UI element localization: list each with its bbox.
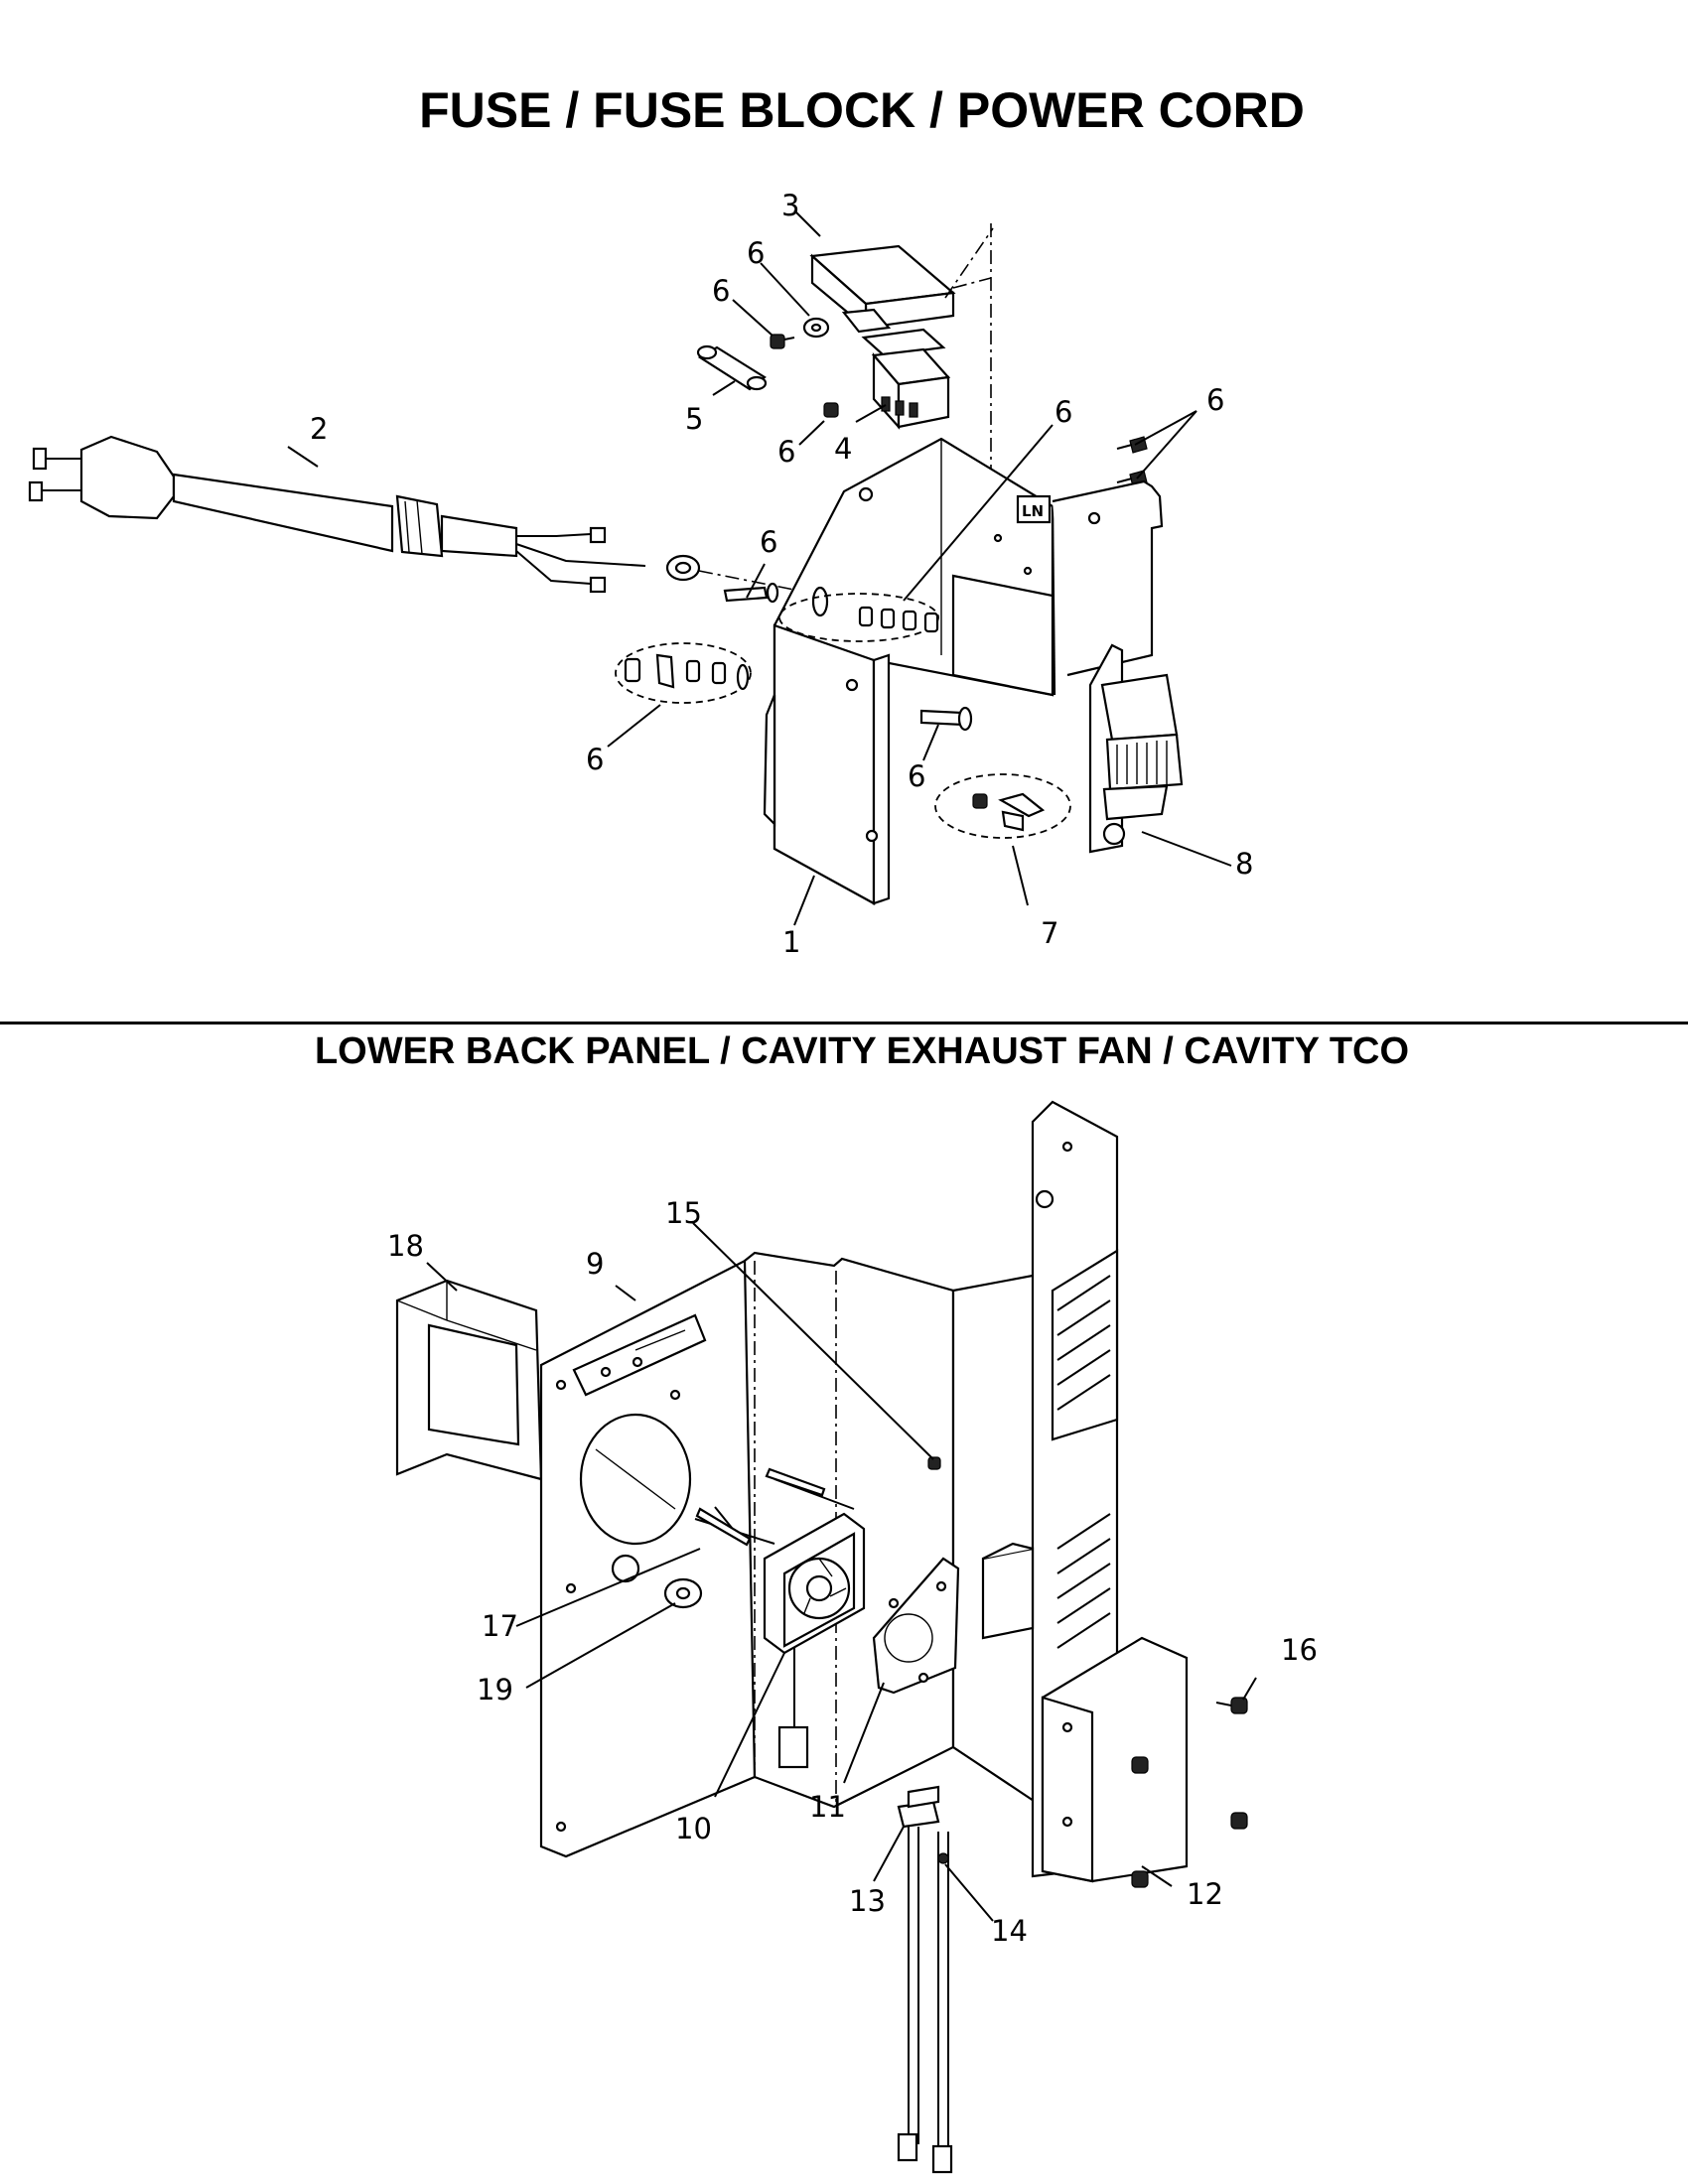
ground-screw-group — [934, 773, 1071, 839]
callout-10: 10 — [675, 1812, 712, 1845]
fan-screws — [663, 1467, 826, 1609]
callout-5: 5 — [685, 402, 703, 436]
section-divider — [0, 1022, 1688, 1024]
tco-cover — [981, 1542, 1189, 1883]
callout-19: 19 — [477, 1673, 513, 1706]
callout-18: 18 — [387, 1229, 424, 1263]
top-diagram: LN — [28, 189, 1253, 959]
callout-14: 14 — [991, 1914, 1028, 1948]
callout-12: 12 — [1187, 1877, 1223, 1911]
mounting-screws — [927, 1456, 1248, 1888]
callout-6: 6 — [586, 743, 604, 776]
power-cord — [28, 435, 825, 597]
callout-3: 3 — [781, 189, 799, 222]
leader-lines-bottom — [426, 1222, 1257, 1922]
screws-and-washers — [723, 317, 1148, 732]
fuse-block — [871, 347, 951, 430]
callout-4: 4 — [834, 432, 852, 466]
callout-15: 15 — [665, 1196, 702, 1230]
callout-6: 6 — [747, 236, 765, 270]
fuse-block-cover — [809, 244, 956, 357]
callout-7: 7 — [1041, 916, 1058, 950]
section-title-lower-back-panel: LOWER BACK PANEL / CAVITY EXHAUST FAN / … — [314, 1030, 1410, 1072]
callout-16: 16 — [1281, 1633, 1318, 1667]
fan-guard — [872, 1557, 960, 1695]
exhaust-fan — [694, 1478, 866, 1769]
callout-9: 9 — [586, 1247, 604, 1281]
callout-17: 17 — [482, 1609, 518, 1643]
callout-6: 6 — [908, 759, 925, 793]
fan-duct-panel — [743, 1251, 1045, 1810]
fuse — [696, 344, 768, 391]
callout-6: 6 — [712, 274, 730, 308]
leader-lines-top — [287, 209, 1232, 926]
callout-13: 13 — [849, 1884, 886, 1918]
section-title-fuse-block: FUSE / FUSE BLOCK / POWER CORD — [419, 82, 1305, 138]
callout-11: 11 — [809, 1790, 846, 1824]
callout-6: 6 — [1206, 383, 1224, 417]
cavity-tco — [897, 1785, 953, 2174]
callout-6: 6 — [1055, 395, 1072, 429]
terminal-group-left — [615, 642, 752, 704]
bottom-diagram: 18 9 15 17 19 10 11 13 14 16 12 — [387, 1100, 1318, 2174]
callout-2: 2 — [310, 412, 328, 446]
callouts-bottom: 18 9 15 17 19 10 11 13 14 16 12 — [387, 1196, 1318, 1948]
line-filter — [1088, 643, 1184, 854]
callouts-top: 3 6 6 5 6 4 2 6 6 6 6 6 7 8 1 — [310, 189, 1253, 959]
back-panel — [539, 1254, 757, 1858]
fuse-bracket-panel: LN — [763, 437, 1164, 905]
callout-6: 6 — [760, 525, 777, 559]
duct-gasket — [395, 1279, 543, 1481]
callout-1: 1 — [782, 925, 800, 959]
terminal-marking: LN — [1022, 502, 1044, 520]
callout-8: 8 — [1235, 847, 1253, 881]
callout-6: 6 — [777, 435, 795, 469]
grommet-group — [778, 593, 939, 642]
